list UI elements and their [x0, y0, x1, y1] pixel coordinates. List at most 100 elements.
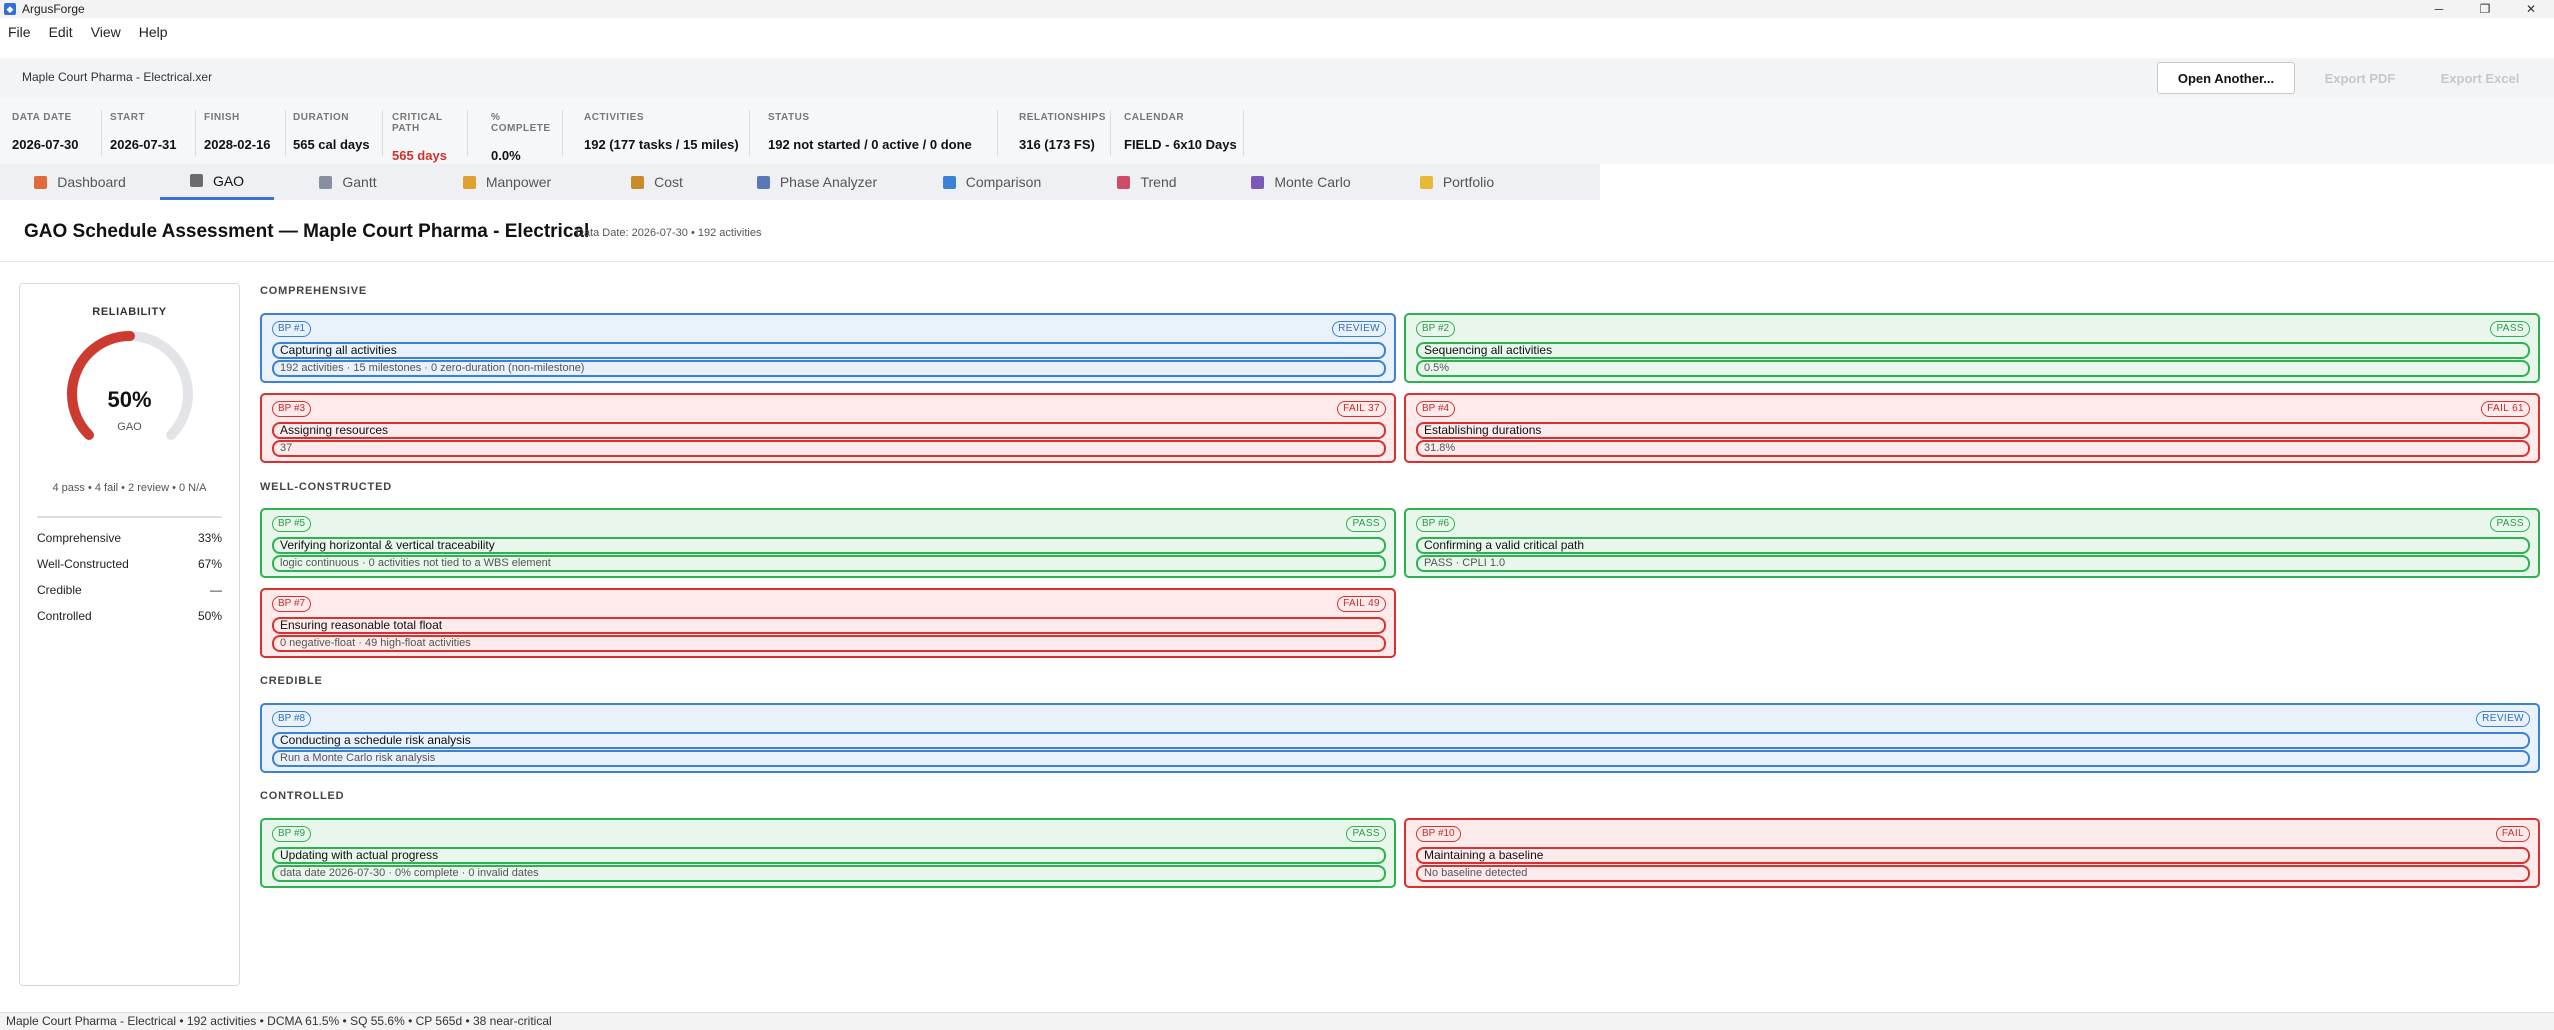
stat-activities: ACTIVITIES 192 (177 tasks / 15 miles)	[584, 110, 750, 156]
stat-duration: DURATION 565 cal days	[293, 110, 383, 156]
stat-finish: FINISH 2028-02-16	[204, 110, 286, 156]
bp-title: Confirming a valid critical path	[1416, 537, 2530, 554]
calendar-icon	[756, 175, 770, 189]
status-badge: REVIEW	[2476, 711, 2530, 727]
status-badge: PASS	[1346, 516, 1386, 532]
bp-id: BP #5	[272, 516, 312, 532]
gauge-fill	[67, 331, 135, 441]
bank-icon	[189, 174, 203, 187]
tab-trend[interactable]: Trend	[1072, 164, 1222, 200]
reliability-row-well-constructed: Well-Constructed 67%	[37, 557, 222, 571]
bp-detail: 192 activities · 15 milestones · 0 zero-…	[272, 360, 1386, 377]
status-badge: PASS	[2490, 321, 2530, 337]
bp-card-5[interactable]: BP #5 PASS Verifying horizontal & vertic…	[260, 508, 1396, 578]
bp-detail: logic continuous · 0 activities not tied…	[272, 555, 1386, 572]
app-logo-icon: ◆	[4, 3, 16, 15]
menu-help[interactable]: Help	[138, 24, 168, 40]
status-badge: FAIL 49	[1337, 596, 1386, 612]
bp-card-2[interactable]: BP #2 PASS Sequencing all activities 0.5…	[1404, 313, 2540, 383]
file-bar: Maple Court Pharma - Electrical.xer Open…	[0, 58, 2554, 98]
bp-title: Updating with actual progress	[272, 847, 1386, 864]
worker-icon	[462, 175, 476, 189]
tab-gantt[interactable]: Gantt	[274, 164, 422, 200]
divider	[37, 516, 222, 518]
bp-id: BP #3	[272, 401, 312, 417]
tab-dashboard[interactable]: Dashboard	[0, 164, 160, 200]
tab-phase-analyzer[interactable]: Phase Analyzer	[722, 164, 912, 200]
close-icon[interactable]: ✕	[2525, 2, 2537, 16]
reliability-value: 50%	[107, 387, 152, 412]
status-badge: PASS	[2490, 516, 2530, 532]
bp-card-7[interactable]: BP #7 FAIL 49 Ensuring reasonable total …	[260, 588, 1396, 658]
bp-title: Assigning resources	[272, 422, 1386, 439]
menu-view[interactable]: View	[90, 24, 121, 40]
bp-detail: PASS · CPLI 1.0	[1416, 555, 2530, 572]
bp-id: BP #6	[1416, 516, 1456, 532]
window-controls: ─ ❐ ✕	[2416, 0, 2554, 18]
page-subtitle: Data Date: 2026-07-30 • 192 activities	[576, 227, 762, 239]
trend-icon	[1117, 175, 1131, 189]
bp-id: BP #4	[1416, 401, 1456, 417]
stat-critical-path: CRITICAL PATH 565 days	[392, 110, 468, 163]
bp-detail: Run a Monte Carlo risk analysis	[272, 750, 2530, 767]
dice-icon	[1251, 175, 1265, 189]
section-well-constructed: WELL-CONSTRUCTED	[260, 481, 392, 493]
tab-manpower[interactable]: Manpower	[422, 164, 592, 200]
tab-comparison[interactable]: Comparison	[912, 164, 1072, 200]
bp-card-9[interactable]: BP #9 PASS Updating with actual progress…	[260, 818, 1396, 888]
export-pdf-button[interactable]: Export PDF	[2305, 62, 2415, 94]
bp-card-1[interactable]: BP #1 REVIEW Capturing all activities 19…	[260, 313, 1396, 383]
schedule-stats-bar: DATA DATE 2026-07-30 START 2026-07-31 FI…	[0, 98, 2554, 164]
stat-status: STATUS 192 not started / 0 active / 0 do…	[768, 110, 998, 156]
bp-card-4[interactable]: BP #4 FAIL 61 Establishing durations 31.…	[1404, 393, 2540, 463]
compare-icon	[942, 175, 956, 189]
bp-id: BP #1	[272, 321, 312, 337]
tab-cost[interactable]: Cost	[592, 164, 722, 200]
tab-monte-carlo[interactable]: Monte Carlo	[1222, 164, 1380, 200]
export-excel-button[interactable]: Export Excel	[2425, 62, 2535, 94]
main-tabs: Dashboard GAO Gantt Manpower Cost Phase …	[0, 164, 1600, 200]
bp-detail: data date 2026-07-30 · 0% complete · 0 i…	[272, 865, 1386, 882]
page-title: GAO Schedule Assessment — Maple Court Ph…	[24, 221, 590, 242]
stat-calendar: CALENDAR FIELD - 6x10 Days	[1124, 110, 1244, 156]
menu-edit[interactable]: Edit	[48, 24, 73, 40]
bp-title: Capturing all activities	[272, 342, 1386, 359]
reliability-gauge	[67, 331, 193, 441]
bp-card-8[interactable]: BP #8 REVIEW Conducting a schedule risk …	[260, 703, 2540, 773]
bp-card-6[interactable]: BP #6 PASS Confirming a valid critical p…	[1404, 508, 2540, 578]
reliability-row-controlled: Controlled 50%	[37, 609, 222, 623]
gantt-icon	[319, 175, 333, 189]
menu-file[interactable]: File	[8, 24, 31, 40]
status-badge: FAIL 37	[1337, 401, 1386, 417]
tab-portfolio[interactable]: Portfolio	[1380, 164, 1534, 200]
bp-detail: 31.8%	[1416, 440, 2530, 457]
folder-icon	[1419, 175, 1433, 189]
reliability-summary: 4 pass • 4 fail • 2 review • 0 N/A	[52, 482, 207, 494]
minimize-icon[interactable]: ─	[2434, 2, 2444, 16]
bp-id: BP #2	[1416, 321, 1456, 337]
menu-bar: File Edit View Help	[0, 22, 186, 42]
restore-icon[interactable]: ❐	[2479, 2, 2491, 16]
title-bar: ◆ ArgusForge ─ ❐ ✕	[0, 0, 2554, 18]
bp-card-10[interactable]: BP #10 FAIL Maintaining a baseline No ba…	[1404, 818, 2540, 888]
tab-gao[interactable]: GAO	[160, 164, 274, 200]
stat-relationships: RELATIONSHIPS 316 (173 FS)	[1019, 110, 1111, 156]
dashboard-icon	[34, 175, 48, 189]
status-badge: FAIL 61	[2481, 401, 2530, 417]
bp-card-3[interactable]: BP #3 FAIL 37 Assigning resources 37	[260, 393, 1396, 463]
bp-detail: 0.5%	[1416, 360, 2530, 377]
open-another-button[interactable]: Open Another...	[2157, 62, 2295, 94]
reliability-sub: GAO	[117, 421, 142, 433]
file-name: Maple Court Pharma - Electrical.xer	[22, 70, 213, 84]
status-badge: FAIL	[2495, 826, 2530, 842]
bp-id: BP #7	[272, 596, 312, 612]
bp-title: Conducting a schedule risk analysis	[272, 732, 2530, 749]
reliability-row-credible: Credible —	[37, 583, 222, 597]
bp-title: Ensuring reasonable total float	[272, 617, 1386, 634]
bp-title: Verifying horizontal & vertical traceabi…	[272, 537, 1386, 554]
section-comprehensive: COMPREHENSIVE	[260, 285, 367, 297]
bp-id: BP #8	[272, 711, 312, 727]
bp-title: Maintaining a baseline	[1416, 847, 2530, 864]
reliability-title: RELIABILITY	[92, 306, 167, 318]
bp-id: BP #10	[1416, 826, 1461, 842]
